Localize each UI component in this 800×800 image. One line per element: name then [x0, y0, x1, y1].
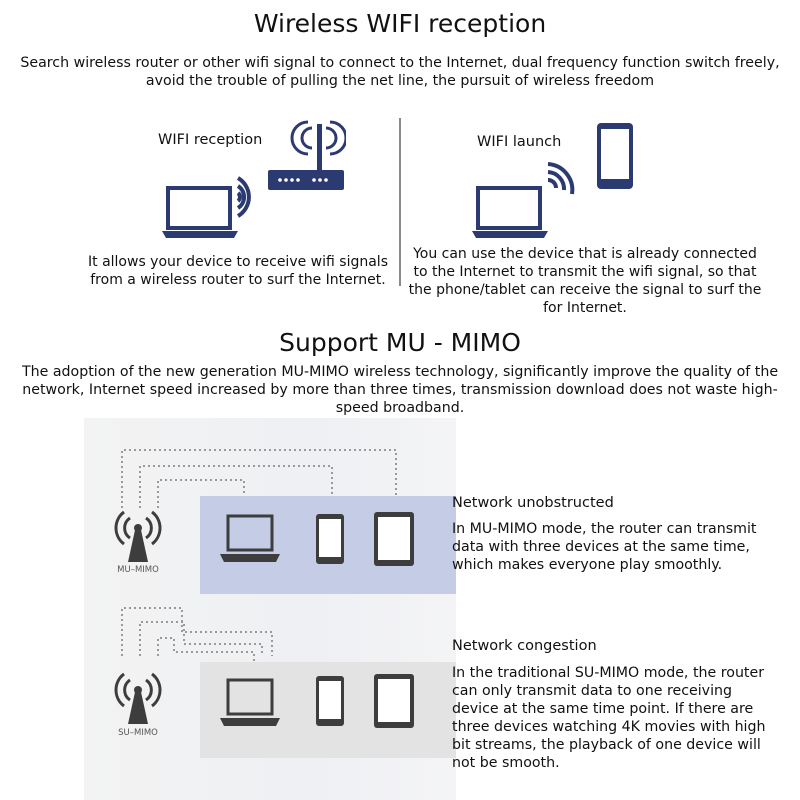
su-mimo-antenna-label: SU–MIMO	[118, 728, 158, 738]
laptop-icon	[162, 186, 238, 238]
smartphone-icon	[597, 123, 633, 189]
wifi-signal-icon	[547, 162, 575, 195]
router-icon	[268, 120, 346, 190]
su-mimo-diagram	[114, 607, 456, 758]
section1-title: Wireless WIFI reception	[253, 9, 547, 38]
section2-title: Support MU - MIMO	[279, 328, 521, 357]
mu-mimo-antenna-label: MU–MIMO	[117, 565, 159, 575]
laptop-icon	[472, 186, 548, 238]
column-divider	[399, 118, 401, 286]
wifi-reception-description: It allows your device to receive wifi si…	[88, 254, 388, 288]
section1-intro: Search wireless router or other wifi sig…	[20, 55, 780, 89]
antenna-icon	[114, 510, 162, 562]
wifi-launch-description: You can use the device that is already c…	[408, 246, 762, 316]
mu-mimo-diagram	[114, 449, 456, 594]
antenna-icon	[114, 672, 162, 724]
mu-mimo-text: In MU-MIMO mode, the router can transmit…	[452, 521, 757, 573]
su-mimo-text: In the traditional SU-MIMO mode, the rou…	[452, 665, 766, 771]
mu-mimo-heading: Network unobstructed	[452, 495, 614, 511]
wifi-launch-label: WIFI launch	[477, 134, 562, 150]
section2-intro: The adoption of the new generation MU-MI…	[21, 364, 779, 416]
wifi-signal-icon	[236, 176, 251, 218]
wifi-reception-label: WIFI reception	[158, 132, 263, 148]
su-mimo-heading: Network congestion	[452, 638, 597, 654]
